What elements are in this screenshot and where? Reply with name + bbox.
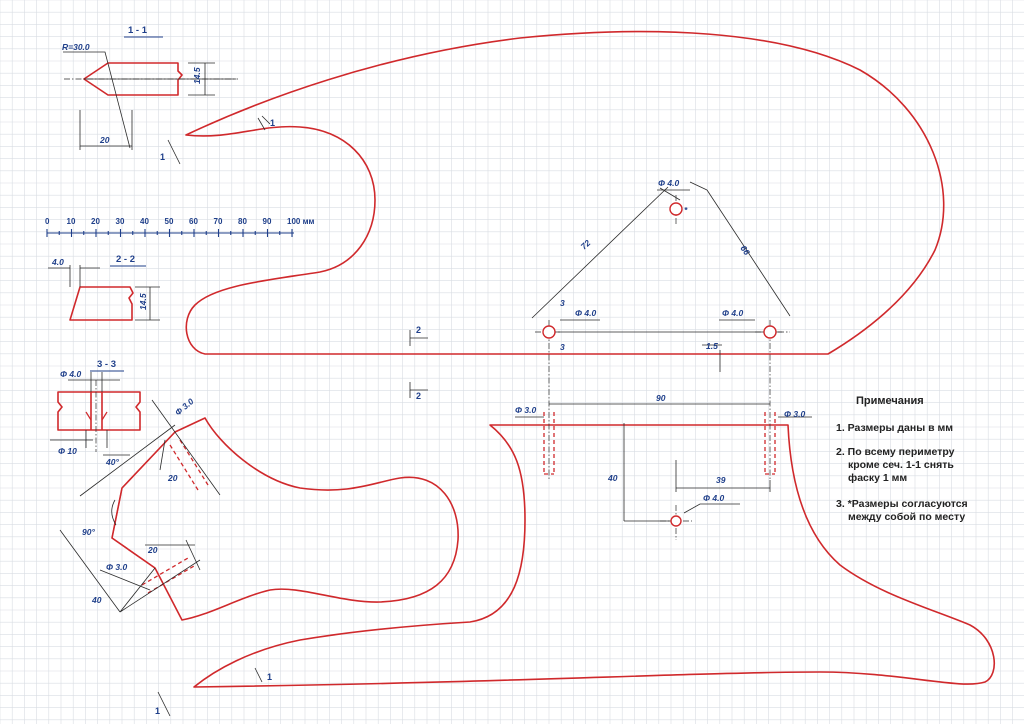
triangle-hole-left (542, 325, 556, 339)
lower-hole-left-label: Φ 3.0 (515, 405, 536, 415)
lower-center-hole-label: Φ 4.0 (703, 493, 724, 503)
detail-1-1-height: 14.5 (192, 67, 202, 84)
neck-pocket-hole-top (169, 439, 209, 491)
lower-center-leader (683, 503, 740, 514)
neck-hole-bottom-label: Φ 3.0 (106, 562, 127, 572)
ruler-tick-label: 50 (165, 217, 174, 226)
section-arrow-2 (409, 330, 428, 398)
lower-holes-dims (515, 403, 812, 522)
neck-pocket-dims (59, 399, 221, 613)
notes-title: Примечания (856, 395, 924, 407)
section-mark-2b: 2 (416, 391, 421, 401)
neck-hole-top-label: Φ 3.0 (173, 396, 196, 417)
scale-ruler: 0 10 20 30 40 50 60 70 80 90 100 мм (45, 217, 314, 237)
section-arrow-1-upper (167, 115, 271, 165)
triangle-left-hole-label: Φ 4.0 (575, 308, 596, 318)
detail-3-3-angle: 40° (105, 457, 119, 467)
detail-1-1-profile (83, 62, 183, 96)
note-1: 1. Размеры даны в мм (836, 422, 953, 434)
note-2-line-3: фаску 1 мм (848, 472, 907, 484)
lower-hole-right-label: Φ 3.0 (784, 409, 805, 419)
lower-holes-horizontal: 39 (716, 475, 726, 485)
ruler-tick-label: 90 (263, 217, 272, 226)
ruler-tick-label: 0 (45, 217, 50, 226)
note-2-line-1: 2. По всему периметру (836, 446, 955, 458)
lower-center-hole (670, 515, 682, 527)
triangle-side-left: 72 (579, 238, 593, 252)
radius-label: R=30.0 (62, 42, 90, 52)
triangle-hole-top (669, 202, 683, 216)
detail-2-2-height: 14.5 (138, 293, 148, 310)
detail-3-3-profile (57, 391, 141, 431)
section-label-2-2: 2 - 2 (116, 254, 135, 265)
section-mark-2a: 2 (416, 325, 421, 335)
ruler-tick-label: 30 (116, 217, 125, 226)
triangle-leaders (560, 189, 755, 372)
neck-depth-top: 20 (167, 473, 178, 483)
notes-block: Примечания 1. Размеры даны в мм 2. По вс… (836, 395, 968, 523)
ruler-tick-label: 40 (140, 217, 149, 226)
triangle-top-hole-label: Φ 4.0 (658, 178, 679, 188)
neck-pocket-hole-bottom (141, 557, 195, 594)
triangle-offset-c: 1.5 (706, 341, 718, 351)
ruler-tick-label: 60 (189, 217, 198, 226)
neck-angle: 90° (82, 527, 95, 537)
detail-2-2-dims (48, 265, 160, 321)
detail-1-1-length: 20 (99, 135, 110, 145)
triangle-hole-right (763, 325, 777, 339)
neck-width: 40 (91, 595, 102, 605)
ruler-tick-label: 20 (91, 217, 100, 226)
triangle-offset-a: 3 (560, 298, 565, 308)
detail-3-3-hole: Φ 4.0 (60, 369, 81, 379)
triangle-offset-b: 3 (560, 342, 565, 352)
triangle-right-hole-label: Φ 4.0 (722, 308, 743, 318)
detail-3-3-counterbore (85, 411, 108, 421)
ruler-tick-label: 100 мм (287, 217, 314, 226)
detail-3-3-dims (50, 372, 130, 456)
section-mark-1d: 1 (155, 706, 160, 716)
neck-depth-bottom: 20 (147, 545, 158, 555)
note-3-line-1: 3. *Размеры согласуются (836, 498, 968, 510)
lower-hole-dash-right (764, 412, 776, 475)
section-label-1-1: 1 - 1 (128, 25, 148, 36)
section-mark-1c: 1 (267, 672, 272, 682)
section-label-3-3: 3 - 3 (97, 359, 116, 370)
lower-hole-dash-left (543, 412, 555, 475)
section-arrow-1-lower (157, 667, 263, 717)
section-mark-1b: 1 (160, 152, 165, 162)
detail-2-2-offset: 4.0 (51, 257, 64, 267)
note-3-line-2: между собой по месту (848, 511, 965, 523)
section-mark-1a: 1 (270, 118, 275, 128)
upper-body-outline (185, 30, 945, 355)
triangle-dims (531, 181, 791, 333)
middle-part-outline (111, 417, 459, 621)
lower-holes-vertical: 40 (607, 473, 618, 483)
neck-pocket-edge (111, 431, 176, 569)
note-2-line-2: кроме сеч. 1-1 снять (848, 459, 954, 471)
detail-3-3-counterbore: Φ 10 (58, 446, 77, 456)
ruler-tick-label: 80 (238, 217, 247, 226)
detail-2-2-profile (69, 286, 134, 321)
ruler-tick-label: 70 (214, 217, 223, 226)
neck-pocket-angle-arc (111, 499, 117, 526)
lower-body-outline (193, 424, 996, 688)
lower-holes-spacing: 90 (656, 393, 666, 403)
triangle-star: * (684, 205, 688, 215)
ruler-tick-label: 10 (67, 217, 76, 226)
